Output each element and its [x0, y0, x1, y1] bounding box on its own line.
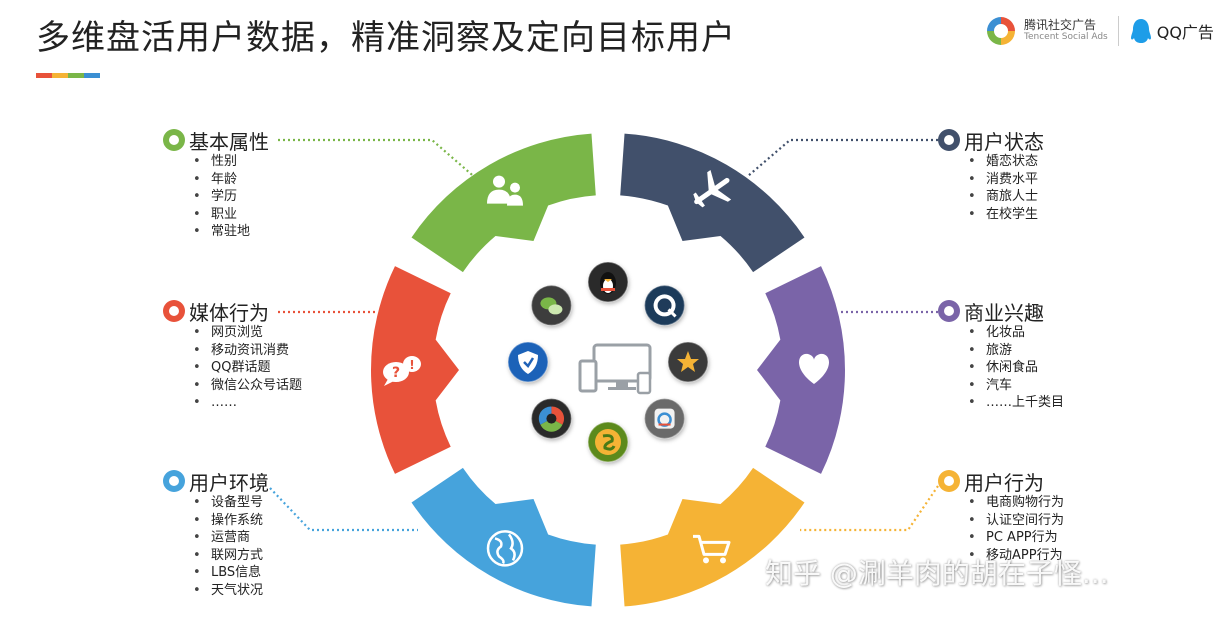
- list-item: 学历: [193, 188, 269, 206]
- category-dot: [938, 129, 960, 151]
- accent-red: [36, 73, 52, 78]
- qq-browser-star-icon: [667, 341, 709, 383]
- list-item: 网页浏览: [193, 324, 302, 342]
- category-dot: [938, 300, 960, 322]
- category-user-state: 用户状态 婚恋状态 消费水平 商旅人士 在校学生: [938, 127, 1044, 223]
- cart-icon: [693, 534, 731, 564]
- heart-icon: [799, 353, 829, 384]
- connector-basic: [278, 138, 479, 181]
- list-item: ……上千类目: [968, 394, 1064, 412]
- title-accent-bar: [36, 73, 100, 78]
- category-basic-attributes: 基本属性 性别 年龄 学历 职业 常驻地: [163, 127, 269, 241]
- category-items: 电商购物行为 认证空间行为 PC APP行为 移动APP行为: [938, 494, 1064, 564]
- category-dot: [938, 470, 960, 492]
- security-shield-icon: [507, 341, 549, 383]
- category-items: 网页浏览 移动资讯消费 QQ群话题 微信公众号话题 ……: [163, 324, 302, 412]
- list-item: 联网方式: [193, 547, 269, 565]
- category-media-behavior: 媒体行为 网页浏览 移动资讯消费 QQ群话题 微信公众号话题 ……: [163, 298, 302, 412]
- connector-behavior: [800, 485, 939, 532]
- ring-segment-env: [411, 467, 596, 607]
- category-items: 设备型号 操作系统 运营商 联网方式 LBS信息 天气状况: [163, 494, 269, 599]
- list-item: 在校学生: [968, 206, 1044, 224]
- chat-bubbles-icon: ?!: [383, 356, 421, 386]
- wechat-icon: [530, 284, 573, 327]
- list-item: 电商购物行为: [968, 494, 1064, 512]
- category-dot: [163, 300, 185, 322]
- ring-segment-interest: [757, 266, 845, 474]
- list-item: PC APP行为: [968, 529, 1064, 547]
- category-user-environment: 用户环境 设备型号 操作系统 运营商 联网方式 LBS信息 天气状况: [163, 468, 269, 599]
- category-items: 化妆品 旅游 休闲食品 汽车 ……上千类目: [938, 324, 1064, 412]
- list-item: 婚恋状态: [968, 153, 1044, 171]
- accent-blue: [84, 73, 100, 78]
- list-item: 设备型号: [193, 494, 269, 512]
- tencent-brand-cn: 腾讯社交广告: [1024, 18, 1097, 32]
- category-dot: [163, 470, 185, 492]
- tencent-brand-en: Tencent Social Ads: [1024, 32, 1108, 42]
- category-heading: 用户环境: [189, 470, 269, 495]
- devices-icon: [578, 343, 652, 395]
- category-heading: 基本属性: [189, 129, 269, 154]
- svg-text:!: !: [409, 358, 414, 372]
- page-title: 多维盘活用户数据，精准洞察及定向目标用户: [36, 18, 736, 58]
- qq-penguin-icon: [587, 261, 629, 303]
- list-item: 商旅人士: [968, 188, 1044, 206]
- airplane-icon: [693, 169, 732, 208]
- accent-green: [68, 73, 84, 78]
- qq-music-icon: [587, 421, 629, 463]
- qq-penguin-logo-icon: [1130, 19, 1151, 43]
- globe-icon: [486, 530, 524, 567]
- ring-segment-state: [620, 133, 805, 273]
- connector-env: [269, 487, 418, 532]
- category-items: 性别 年龄 学历 职业 常驻地: [163, 153, 269, 241]
- category-user-behavior: 用户行为 电商购物行为 认证空间行为 PC APP行为 移动APP行为: [938, 468, 1064, 564]
- category-business-interest: 商业兴趣 化妆品 旅游 休闲食品 汽车 ……上千类目: [938, 298, 1064, 412]
- list-item: 移动资讯消费: [193, 342, 302, 360]
- list-item: 旅游: [968, 342, 1064, 360]
- list-item: ……: [193, 394, 302, 412]
- chrome-like-icon: [530, 397, 573, 440]
- svg-text:?: ?: [392, 365, 400, 381]
- list-item: 职业: [193, 206, 269, 224]
- list-item: 移动APP行为: [968, 547, 1064, 565]
- category-heading: 用户行为: [964, 470, 1044, 495]
- list-item: 年龄: [193, 171, 269, 189]
- category-items: 婚恋状态 消费水平 商旅人士 在校学生: [938, 153, 1044, 223]
- category-heading: 商业兴趣: [964, 300, 1044, 325]
- list-item: 运营商: [193, 529, 269, 547]
- list-item: 性别: [193, 153, 269, 171]
- users-icon: [487, 175, 523, 206]
- qzone-icon: [643, 284, 686, 327]
- category-heading: 用户状态: [964, 129, 1044, 154]
- list-item: 操作系统: [193, 512, 269, 530]
- category-heading: 媒体行为: [189, 300, 269, 325]
- list-item: 常驻地: [193, 223, 269, 241]
- ring-segment-behavior: [620, 467, 805, 607]
- list-item: 休闲食品: [968, 359, 1064, 377]
- list-item: 微信公众号话题: [193, 377, 302, 395]
- watermark-text: 知乎 @涮羊肉的胡在子怪...: [765, 557, 1109, 590]
- list-item: LBS信息: [193, 564, 269, 582]
- connector-state: [747, 138, 938, 177]
- tencent-social-ads-logo-icon: [987, 17, 1015, 45]
- list-item: 认证空间行为: [968, 512, 1064, 530]
- brand-logos: 腾讯社交广告 Tencent Social Ads QQ广告: [984, 14, 1214, 48]
- qq-brand-label: QQ广告: [1156, 23, 1214, 42]
- brand-separator: [1117, 16, 1119, 46]
- list-item: 天气状况: [193, 582, 269, 600]
- list-item: QQ群话题: [193, 359, 302, 377]
- list-item: 消费水平: [968, 171, 1044, 189]
- list-item: 汽车: [968, 377, 1064, 395]
- category-dot: [163, 129, 185, 151]
- list-item: 化妆品: [968, 324, 1064, 342]
- qq-photo-icon: [643, 397, 686, 440]
- accent-yellow: [52, 73, 68, 78]
